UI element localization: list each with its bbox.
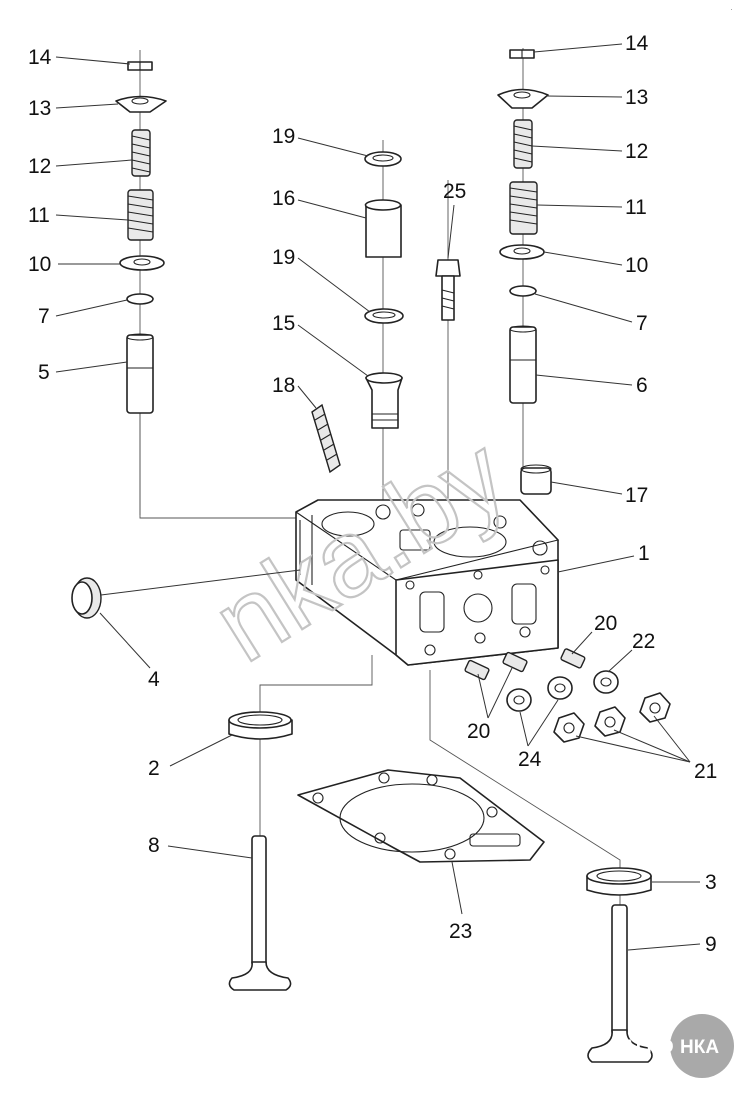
bolt-25	[435, 259, 461, 321]
callout-15: 15	[272, 312, 295, 335]
callout-20-upper: 20	[594, 612, 617, 635]
callout-8: 8	[148, 834, 160, 857]
spring-washer-left	[119, 255, 165, 271]
leader-lines	[55, 43, 701, 951]
cylinder-head	[295, 499, 560, 666]
callout-25: 25	[443, 180, 466, 203]
head-gasket-23	[297, 769, 545, 863]
inner-spring-left	[131, 129, 151, 177]
callout-24: 24	[518, 748, 542, 771]
seal-ring-right	[509, 285, 537, 297]
logo-text-right: НКА	[680, 1037, 719, 1058]
valve-cotter-left	[127, 61, 153, 71]
callout-17: 17	[625, 484, 648, 507]
outer-spring-left	[127, 189, 154, 241]
callout-7-left: 7	[38, 305, 50, 328]
callout-23: 23	[449, 920, 472, 943]
callout-3: 3	[705, 871, 717, 894]
callout-12-left: 12	[28, 155, 51, 178]
washers-22	[593, 670, 619, 694]
callout-4: 4	[148, 668, 160, 691]
callout-1: 1	[638, 542, 650, 565]
outer-spring-right	[509, 181, 538, 235]
callout-19-upper: 19	[272, 125, 295, 148]
callout-labels: 14 13 12 11 10 7 5 19 16 19 15 18 25 14 …	[28, 32, 717, 956]
spring-washer-right	[499, 244, 545, 260]
callout-13-right: 13	[625, 86, 648, 109]
inner-spring-right	[513, 119, 533, 169]
valve-seat-3	[586, 867, 652, 896]
callout-13-left: 13	[28, 97, 51, 120]
callout-14-left: 14	[28, 46, 52, 69]
callout-6: 6	[636, 374, 648, 397]
callout-14-right: 14	[625, 32, 649, 55]
valve-guide-right	[509, 325, 537, 404]
callout-11-right: 11	[625, 196, 647, 219]
agro-nka-logo: АГРО НКА	[622, 1014, 734, 1078]
valve-8	[228, 835, 292, 991]
callout-10-left: 10	[28, 253, 51, 276]
callout-7-right: 7	[636, 312, 648, 335]
logo-circle	[670, 1014, 734, 1078]
studs-20	[464, 648, 586, 681]
spring-retainer-left	[115, 95, 167, 113]
valve-cotter-right	[509, 49, 535, 59]
valve-9	[587, 904, 653, 1063]
plug-17	[520, 464, 552, 495]
washers-24	[506, 676, 573, 712]
valve-seat-2	[228, 711, 293, 740]
nuts-21	[553, 692, 671, 743]
callout-5: 5	[38, 361, 50, 384]
callout-21: 21	[694, 760, 717, 783]
o-ring-upper	[364, 151, 402, 167]
o-ring-lower	[364, 308, 404, 324]
valve-guide-left	[126, 333, 154, 414]
seal-ring-left	[126, 293, 154, 305]
callout-16: 16	[272, 187, 295, 210]
corner-mark: ·	[730, 4, 733, 14]
callout-18: 18	[272, 374, 295, 397]
callout-12-right: 12	[625, 140, 648, 163]
callout-9: 9	[705, 933, 717, 956]
callout-11-left: 11	[28, 204, 50, 227]
stud-18	[311, 403, 341, 474]
callout-22: 22	[632, 630, 655, 653]
callout-2: 2	[148, 757, 160, 780]
callout-10-right: 10	[625, 254, 648, 277]
callout-19-lower: 19	[272, 246, 295, 269]
callout-20-lower: 20	[467, 720, 490, 743]
injector-sleeve-15	[365, 372, 403, 429]
plug-cap-4	[71, 577, 102, 619]
spring-retainer-right	[497, 88, 549, 109]
sleeve-16	[364, 199, 402, 258]
logo-text-left: АГРО	[622, 1037, 674, 1058]
